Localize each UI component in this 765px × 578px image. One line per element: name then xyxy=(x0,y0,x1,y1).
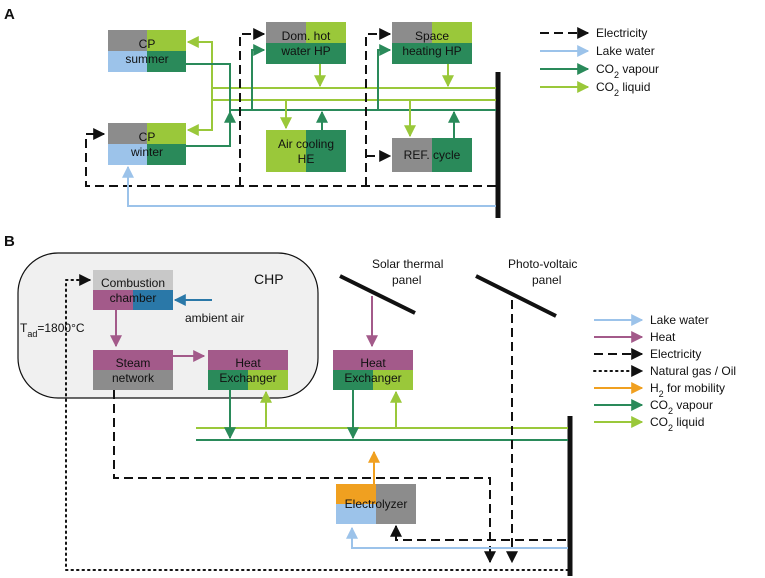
b-elec-to-electrolyzer xyxy=(390,524,566,541)
dom-hot-water-hp-box-label-1: Dom. hot xyxy=(282,29,331,43)
b-legend-lake-label: Lake water xyxy=(650,313,709,327)
photo-voltaic-label-line1: Photo-voltaic xyxy=(508,257,577,271)
a-liquid-to-cp-winter xyxy=(186,88,213,136)
cp-summer-box-label-2: summer xyxy=(125,52,168,66)
dom-hot-water-hp-box-label-2: water HP xyxy=(280,44,330,58)
a-space-vapour-out xyxy=(377,44,392,110)
steam-network-box-label-2: network xyxy=(112,371,155,385)
b-legend-heat-label: Heat xyxy=(650,330,676,344)
ref-cycle-box-label-1: REF. cycle xyxy=(404,148,461,162)
b-lake-water xyxy=(346,526,568,549)
a-dom-vapour-out xyxy=(251,44,266,110)
solar-thermal-label-line1: Solar thermal xyxy=(372,257,443,271)
a-elec-cp-summer xyxy=(239,28,266,186)
a-vapour-from-cp-winter xyxy=(186,110,231,147)
electrolyzer-box: Electrolyzer xyxy=(336,484,416,524)
cp-winter-box-label-1: CP xyxy=(139,130,156,144)
steam-network-box-label-1: Steam xyxy=(116,356,151,370)
cp-winter-box-label-2: winter xyxy=(130,145,163,159)
space-heating-hp-box-label-1: Space xyxy=(415,29,449,43)
b-natural-gas xyxy=(65,274,569,571)
a-legend-vapour-label: CO2 vapour xyxy=(596,62,659,80)
heat-exchanger-solar-box-label-2: Exchanger xyxy=(344,371,401,385)
panel-a-label: A xyxy=(4,6,15,23)
heat-exchanger-chp-box-label-1: Heat xyxy=(235,356,261,370)
tad-label: Tad=1800°C xyxy=(20,321,85,339)
b-legend-electricity-label: Electricity xyxy=(650,347,701,361)
photo-voltaic-label-line2: panel xyxy=(532,273,561,287)
panel-b-label: B xyxy=(4,233,15,250)
a-liquid-to-cp-summer xyxy=(186,36,213,88)
a-legend-lake-label: Lake water xyxy=(596,44,655,58)
space-heating-hp-box-label-2: heating HP xyxy=(402,44,461,58)
a-legend-electricity-label: Electricity xyxy=(596,26,647,40)
ambient-air-label: ambient air xyxy=(185,311,244,325)
b-legend-h2-label: H2 for mobility xyxy=(650,381,725,399)
b-legend-gas-label: Natural gas / Oil xyxy=(650,364,736,378)
b-legend-liquid-label: CO2 liquid xyxy=(650,415,704,433)
photo-voltaic-panel xyxy=(475,274,557,318)
a-legend-liquid-label: CO2 liquid xyxy=(596,80,650,98)
air-cooling-he-box-label-2: HE xyxy=(298,152,315,166)
heat-exchanger-solar-box-label-1: Heat xyxy=(360,356,386,370)
electrolyzer-box-label-1: Electrolyzer xyxy=(345,497,408,511)
heat-exchanger-chp-box-label-2: Exchanger xyxy=(219,371,276,385)
cp-summer-box-label-1: CP xyxy=(139,37,156,51)
a-vapour-from-cp-summer xyxy=(186,63,231,110)
ref-cycle-box: REF. cycle xyxy=(392,138,472,172)
air-cooling-he-box-label-1: Air cooling xyxy=(278,137,334,151)
a-lake-water xyxy=(122,165,496,207)
b-elec-steam xyxy=(113,390,496,564)
combustion-chamber-box-label-2: chamber xyxy=(110,291,157,305)
b-legend-vapour-label: CO2 vapour xyxy=(650,398,713,416)
a-elec-bottom xyxy=(85,128,496,187)
a-elec-space xyxy=(365,28,392,186)
chp-label: CHP xyxy=(254,271,284,287)
solar-thermal-panel xyxy=(339,274,416,315)
solar-thermal-label-line2: panel xyxy=(392,273,421,287)
combustion-chamber-box-label-1: Combustion xyxy=(101,276,165,290)
